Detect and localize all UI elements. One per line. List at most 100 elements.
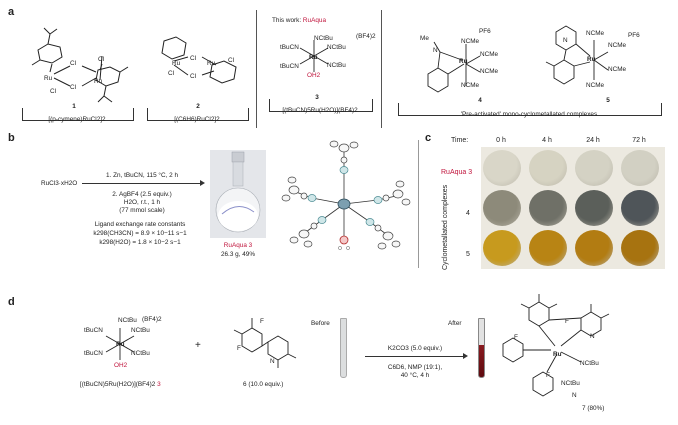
d-substrate-caption: 6 (10.0 equiv.) bbox=[243, 381, 284, 388]
separator-b bbox=[418, 140, 419, 268]
b-rate-title: Ligand exchange rate constants bbox=[94, 221, 186, 228]
cmpd1-ru-1: Ru bbox=[44, 75, 53, 82]
d-ligand-2: tBuCN bbox=[84, 327, 103, 334]
this-work-label: This work: RuAqua bbox=[272, 17, 327, 24]
c-row-label-3: 5 bbox=[466, 251, 470, 258]
d-ligand-1: NCtBu bbox=[118, 317, 137, 324]
jar-r1-c2 bbox=[529, 150, 567, 186]
compound-2-bracket bbox=[147, 108, 249, 121]
compound-1-formula: [(p-cymene)RuCl2]2 bbox=[48, 116, 106, 123]
d-product-f2: F bbox=[565, 318, 569, 325]
jar-r3-c3 bbox=[575, 230, 613, 266]
cmpd4-ligand-1: NCMe bbox=[461, 38, 480, 45]
compound-1-bracket bbox=[22, 108, 134, 121]
b-reagent: RuCl3·xH2O bbox=[41, 180, 78, 187]
c-time-3: 72 h bbox=[632, 137, 646, 144]
compound-1-number: 1 bbox=[72, 103, 76, 110]
compound-1-structure bbox=[31, 27, 129, 103]
compound-2-formula: [(C6H6)RuCl2]2 bbox=[174, 116, 220, 123]
d-substrate-f1: F bbox=[260, 318, 264, 325]
d-product-f3: F bbox=[546, 372, 550, 379]
d-ligand-5: NCtBu bbox=[131, 350, 150, 357]
c-time-1: 4 h bbox=[542, 137, 552, 144]
precat-bracket bbox=[398, 103, 662, 116]
b-arrowhead bbox=[200, 180, 205, 186]
cmpd5-ligand-1: NCMe bbox=[586, 30, 605, 37]
c-row-label-1: RuAqua 3 bbox=[441, 169, 473, 176]
jar-r1-c1 bbox=[483, 150, 521, 186]
cmpd4-n: N bbox=[433, 47, 438, 54]
cmpd3-ru: Ru bbox=[309, 54, 318, 61]
compound-5-number: 5 bbox=[606, 97, 610, 104]
b-reaction-arrow bbox=[82, 183, 202, 184]
compound-4-number: 4 bbox=[478, 97, 482, 104]
cmpd5-ligand-2: NCMe bbox=[608, 42, 627, 49]
compound-3-bracket bbox=[269, 99, 373, 112]
jar-r1-c4 bbox=[621, 150, 659, 186]
d-product-ligand-1: NCtBu bbox=[580, 360, 599, 367]
compound-4-structure bbox=[427, 41, 481, 93]
cmpd4-counterion: PF6 bbox=[479, 28, 491, 35]
cmpd2-cl-1: Cl bbox=[190, 55, 197, 62]
b-step2b: H2O, r.t., 1 h bbox=[123, 199, 161, 206]
cmpd1-cl-2: Cl bbox=[70, 84, 77, 91]
cmpd2-ru-2: Ru bbox=[207, 60, 216, 67]
cmpd4-me: Me bbox=[420, 35, 429, 42]
d-ligand-3: NCtBu bbox=[131, 327, 150, 334]
cmpd1-cl-1: Cl bbox=[70, 60, 77, 67]
c-time-0: 0 h bbox=[496, 137, 506, 144]
cmpd3-ligand-2: tBuCN bbox=[280, 44, 299, 51]
cmpd5-ligand-4: NCMe bbox=[586, 82, 605, 89]
panel-label-b: b bbox=[8, 132, 15, 144]
compound-3-structure bbox=[299, 40, 329, 72]
separator-a-1 bbox=[256, 10, 257, 128]
cmpd4-ligand-2: NCMe bbox=[480, 51, 499, 58]
d-cond-3: 40 °C, 4 h bbox=[400, 372, 430, 379]
panel-label-d: d bbox=[8, 296, 15, 308]
cmpd5-ligand-3: NCMe bbox=[608, 66, 627, 73]
cmpd5-n: N bbox=[563, 37, 568, 44]
jar-r3-c2 bbox=[529, 230, 567, 266]
d-product-structure bbox=[502, 294, 610, 397]
flask-photo bbox=[210, 150, 266, 238]
cmpd4-ru: Ru bbox=[459, 58, 468, 65]
b-product-yield: 26.3 g, 49% bbox=[220, 251, 256, 258]
d-substrate-f2: F bbox=[237, 345, 241, 352]
d-tube-before bbox=[340, 318, 347, 378]
jar-r2-c4 bbox=[621, 190, 659, 226]
d-cond-2: C6D6, NMP (19:1), bbox=[387, 364, 443, 371]
precat-caption: 'Pre-activated' mono-cyclometallated com… bbox=[460, 111, 598, 118]
d-catalyst-structure bbox=[105, 328, 135, 360]
c-time-2: 24 h bbox=[586, 137, 600, 144]
cmpd5-ru: Ru bbox=[587, 56, 596, 63]
d-product-f1: F bbox=[514, 334, 518, 341]
jar-r2-c1 bbox=[483, 190, 521, 226]
b-step2: 2. AgBF4 (2.5 equiv.) bbox=[112, 191, 172, 198]
jar-r2-c3 bbox=[575, 190, 613, 226]
compound-3-number: 3 bbox=[315, 94, 319, 101]
d-product-ru: Ru bbox=[553, 351, 562, 358]
cmpd4-ligand-4: NCMe bbox=[461, 82, 480, 89]
d-arrowhead bbox=[463, 353, 468, 359]
compound-2-number: 2 bbox=[196, 103, 200, 110]
cmpd1-ru-2: Ru bbox=[94, 78, 103, 85]
cmpd3-water: OH2 bbox=[307, 72, 321, 79]
c-row-label-2: 4 bbox=[466, 210, 470, 217]
d-reaction-arrow bbox=[365, 356, 465, 357]
cmpd5-counterion: PF6 bbox=[628, 32, 640, 39]
b-step1: 1. Zn, tBuCN, 115 °C, 2 h bbox=[105, 172, 179, 179]
compound-3-formula: [(tBuCN)5Ru(H2O)](BF4)2 bbox=[282, 107, 358, 114]
jar-r2-c2 bbox=[529, 190, 567, 226]
d-product-caption: 7 (80%) bbox=[582, 405, 605, 412]
d-ru: Ru bbox=[116, 341, 125, 348]
c-side-label: Cyclometallated complexes bbox=[441, 184, 449, 271]
cmpd1-cl-4: Cl bbox=[50, 88, 57, 95]
d-plus-sign: + bbox=[195, 340, 201, 351]
b-product-name: RuAqua 3 bbox=[223, 242, 253, 249]
cmpd4-ligand-3: NCMe bbox=[480, 68, 499, 75]
d-substrate-structure bbox=[233, 318, 297, 368]
b-rate-2: k298(H2O) = 1.8 × 10−2 s−1 bbox=[99, 239, 181, 246]
compound-2-structure bbox=[161, 36, 237, 84]
separator-a-2 bbox=[381, 10, 382, 128]
cmpd2-ru-1: Ru bbox=[172, 60, 181, 67]
